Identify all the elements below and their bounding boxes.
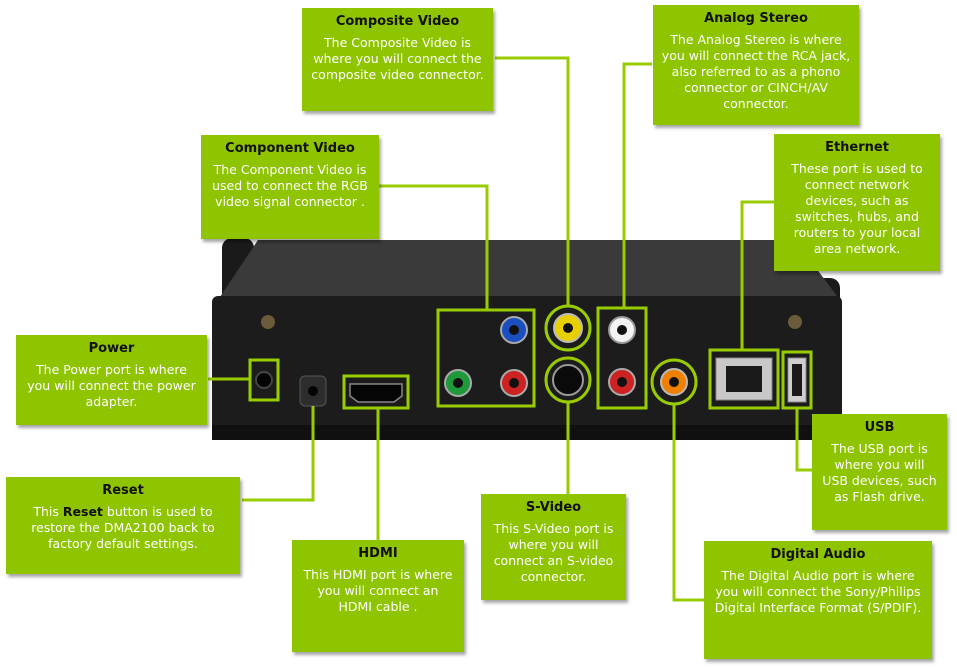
callout-description: The Composite Video is where you will co… [311, 35, 484, 82]
callout-title: HDMI [358, 546, 398, 561]
callout-power: Power The Power port is where you will c… [16, 335, 207, 425]
callout-s-video: S-Video This S-Video port is where you w… [481, 494, 626, 600]
callout-digital-audio: Digital Audio The Digital Audio port is … [704, 541, 932, 659]
analog-stereo-highlight [596, 306, 648, 410]
callout-title: S-Video [525, 500, 582, 515]
callout-title: Component Video [225, 141, 355, 156]
callout-description: The Component Video is used to connect t… [212, 162, 368, 209]
device-top [218, 240, 840, 300]
reset-hole [308, 386, 318, 396]
callout-title: USB [864, 420, 895, 435]
callout-description: This S-Video port is where you will conn… [493, 521, 614, 584]
callout-title: Analog Stereo [704, 11, 808, 26]
callout-component-video: Component Video The Component Video is u… [201, 135, 379, 239]
callout-composite-video: Composite Video The Composite Video is w… [302, 8, 493, 111]
callout-ethernet: Ethernet These port is used to connect n… [774, 134, 940, 271]
hdmi-port [349, 383, 403, 403]
callout-title: Ethernet [825, 140, 889, 155]
screw [261, 315, 275, 329]
callout-title: Composite Video [335, 14, 460, 29]
callout-title: Reset [102, 483, 144, 498]
callout-hdmi: HDMI This HDMI port is where you will co… [292, 540, 464, 652]
callout-analog-stereo: Analog Stereo The Analog Stereo is where… [653, 5, 859, 125]
callout-usb: USB The USB port is where you will USB d… [812, 414, 947, 530]
s-video-port [552, 364, 584, 396]
connector-lines [208, 56, 812, 602]
callout-description: The USB port is where you will USB devic… [822, 441, 937, 504]
callout-description: This HDMI port is where you will connect… [303, 567, 453, 614]
callout-description: These port is used to connect network de… [791, 161, 923, 256]
hdmi-port-highlight [342, 374, 410, 410]
callout-title: Power [88, 341, 135, 356]
device-back-panel [212, 296, 842, 440]
device-bottom-edge [212, 425, 842, 440]
callout-title: Digital Audio [770, 547, 866, 562]
ethernet-highlight [708, 348, 780, 410]
callout-description: This Reset button is used to restore the… [31, 504, 215, 551]
callout-description: The Analog Stereo is where you will conn… [661, 32, 851, 111]
power-port [255, 371, 273, 389]
callout-description: The Power port is where you will connect… [27, 362, 196, 409]
callout-description: The Digital Audio port is where you will… [714, 568, 922, 615]
callout-reset: Reset This Reset button is used to resto… [6, 477, 240, 574]
screw [788, 315, 802, 329]
